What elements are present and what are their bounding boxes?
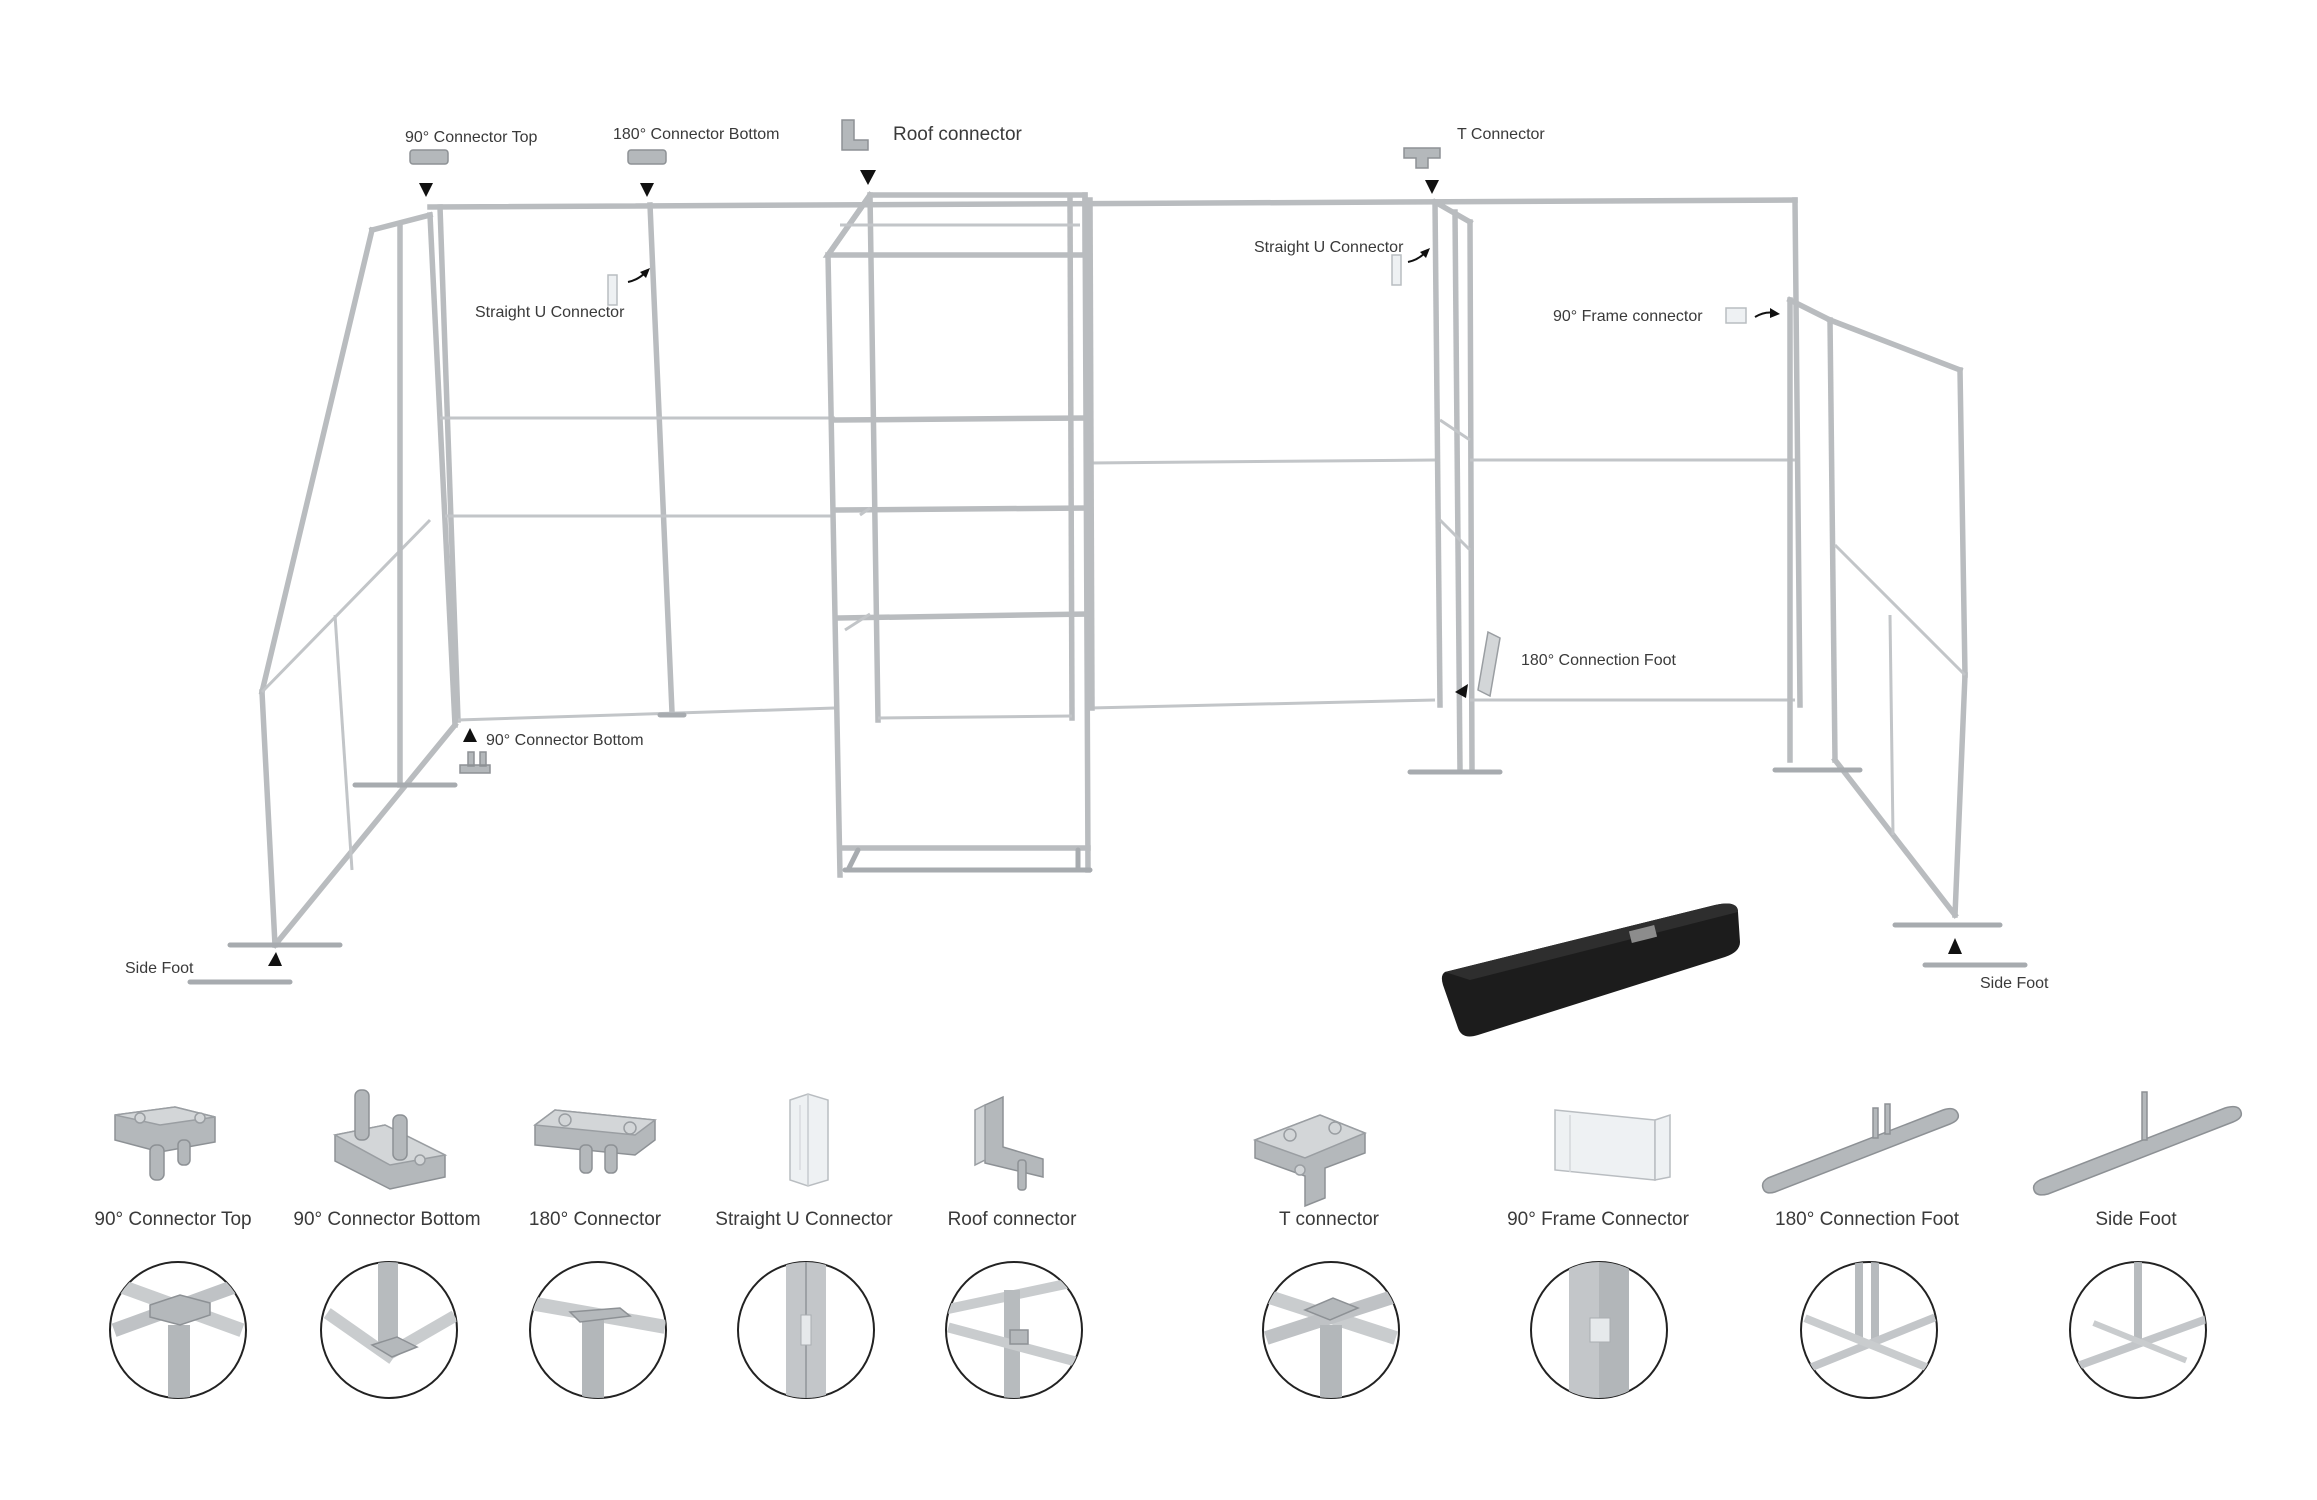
detail-circle-connector-180	[529, 1261, 667, 1399]
part-side-foot	[2032, 1091, 2243, 1196]
callout-side-foot-left: Side Foot	[125, 960, 194, 977]
connection-foot-thumb-icon	[1477, 630, 1501, 698]
callout-side-foot-right: Side Foot	[1980, 975, 2049, 992]
arrow-down-icon	[640, 183, 654, 197]
straight-u-thumb-icon	[1391, 254, 1402, 286]
detail-circle-connection-foot-180	[1800, 1261, 1938, 1399]
part-connection-foot-180	[1761, 1103, 1960, 1194]
part-connector-180	[533, 1109, 657, 1174]
connector-bottom-90-thumb-icon	[459, 751, 491, 774]
detail-circle-connector-top-90	[109, 1261, 247, 1399]
callout-labels: 90° Connector Top 180° Connector Bottom …	[125, 124, 2049, 992]
connector-180-thumb-icon	[627, 149, 667, 165]
part-label-straight-u-connector: Straight U Connector	[715, 1209, 893, 1230]
part-label-connection-foot-180: 180° Connection Foot	[1775, 1209, 1960, 1230]
part-connector-top-90	[114, 1106, 216, 1181]
detail-circle-side-foot	[2069, 1261, 2207, 1399]
part-straight-u-connector	[789, 1093, 829, 1187]
detail-circle-t-connector	[1262, 1261, 1400, 1399]
callout-straight-u-right: Straight U Connector	[1254, 239, 1404, 256]
arrow-down-icon	[419, 183, 433, 197]
callout-straight-u-left: Straight U Connector	[475, 304, 625, 321]
callout-markers	[187, 119, 2028, 985]
t-connector-thumb-icon	[1403, 147, 1441, 169]
carry-bag-body	[1441, 903, 1740, 1037]
detail-circle-connector-bottom-90	[320, 1261, 458, 1399]
part-label-side-foot: Side Foot	[2095, 1209, 2177, 1230]
arrow-up-icon	[463, 728, 477, 742]
connector-top-90-thumb-icon	[409, 149, 449, 165]
part-labels: 90° Connector Top 90° Connector Bottom 1…	[94, 1209, 2177, 1230]
arrow-tip-icon	[1420, 248, 1430, 258]
callout-connection-foot-180: 180° Connection Foot	[1521, 652, 1677, 669]
arrow-tip-icon	[1770, 308, 1780, 318]
arrow-left-icon	[1455, 684, 1468, 698]
left-side-wing	[258, 211, 459, 949]
detail-circle-roof-connector	[945, 1261, 1083, 1399]
booth-frame-structure	[227, 191, 2003, 949]
roof-connector-thumb-icon	[841, 119, 869, 151]
part-label-connector-top-90: 90° Connector Top	[94, 1209, 251, 1230]
part-frame-connector-90	[1554, 1109, 1671, 1181]
detail-circle-straight-u-connector	[737, 1261, 875, 1399]
arrow-up-icon	[1948, 938, 1962, 954]
straight-u-thumb-icon	[607, 274, 618, 306]
part-roof-connector	[974, 1095, 1044, 1191]
arrow-down-icon	[1425, 180, 1439, 194]
right-back-wall	[1407, 197, 1803, 775]
frame-feet	[227, 712, 687, 948]
central-tower	[822, 191, 1093, 878]
callout-connector-bottom-90: 90° Connector Bottom	[486, 732, 644, 749]
arrow-up-icon	[268, 952, 282, 966]
callout-roof-connector: Roof connector	[893, 124, 1023, 145]
frame-connector-thumb-icon	[1725, 307, 1747, 324]
part-label-connector-180: 180° Connector	[529, 1209, 662, 1230]
right-side-wing	[1772, 296, 2003, 928]
parts-row	[114, 1089, 2243, 1208]
detail-circle-frame-connector-90	[1530, 1261, 1668, 1399]
part-label-roof-connector: Roof connector	[948, 1209, 1078, 1230]
part-label-t-connector: T connector	[1279, 1209, 1380, 1230]
callout-connector-top-90: 90° Connector Top	[405, 129, 538, 146]
part-t-connector	[1252, 1114, 1367, 1208]
part-label-frame-connector-90: 90° Frame Connector	[1507, 1209, 1690, 1230]
callout-connector-bottom-180: 180° Connector Bottom	[613, 126, 780, 143]
detail-circles	[109, 1261, 2207, 1399]
callout-frame-connector-90: 90° Frame connector	[1553, 308, 1703, 325]
callout-t-connector: T Connector	[1457, 126, 1545, 143]
back-wall	[427, 197, 1798, 723]
arrow-down-icon	[860, 170, 876, 185]
carry-bag-label-patch	[1628, 925, 1658, 943]
part-label-connector-bottom-90: 90° Connector Bottom	[293, 1209, 480, 1230]
carry-bag	[1441, 903, 1740, 1037]
carry-bag-top	[1445, 903, 1738, 980]
arrow-tip-icon	[640, 268, 650, 278]
part-connector-bottom-90	[332, 1089, 448, 1190]
